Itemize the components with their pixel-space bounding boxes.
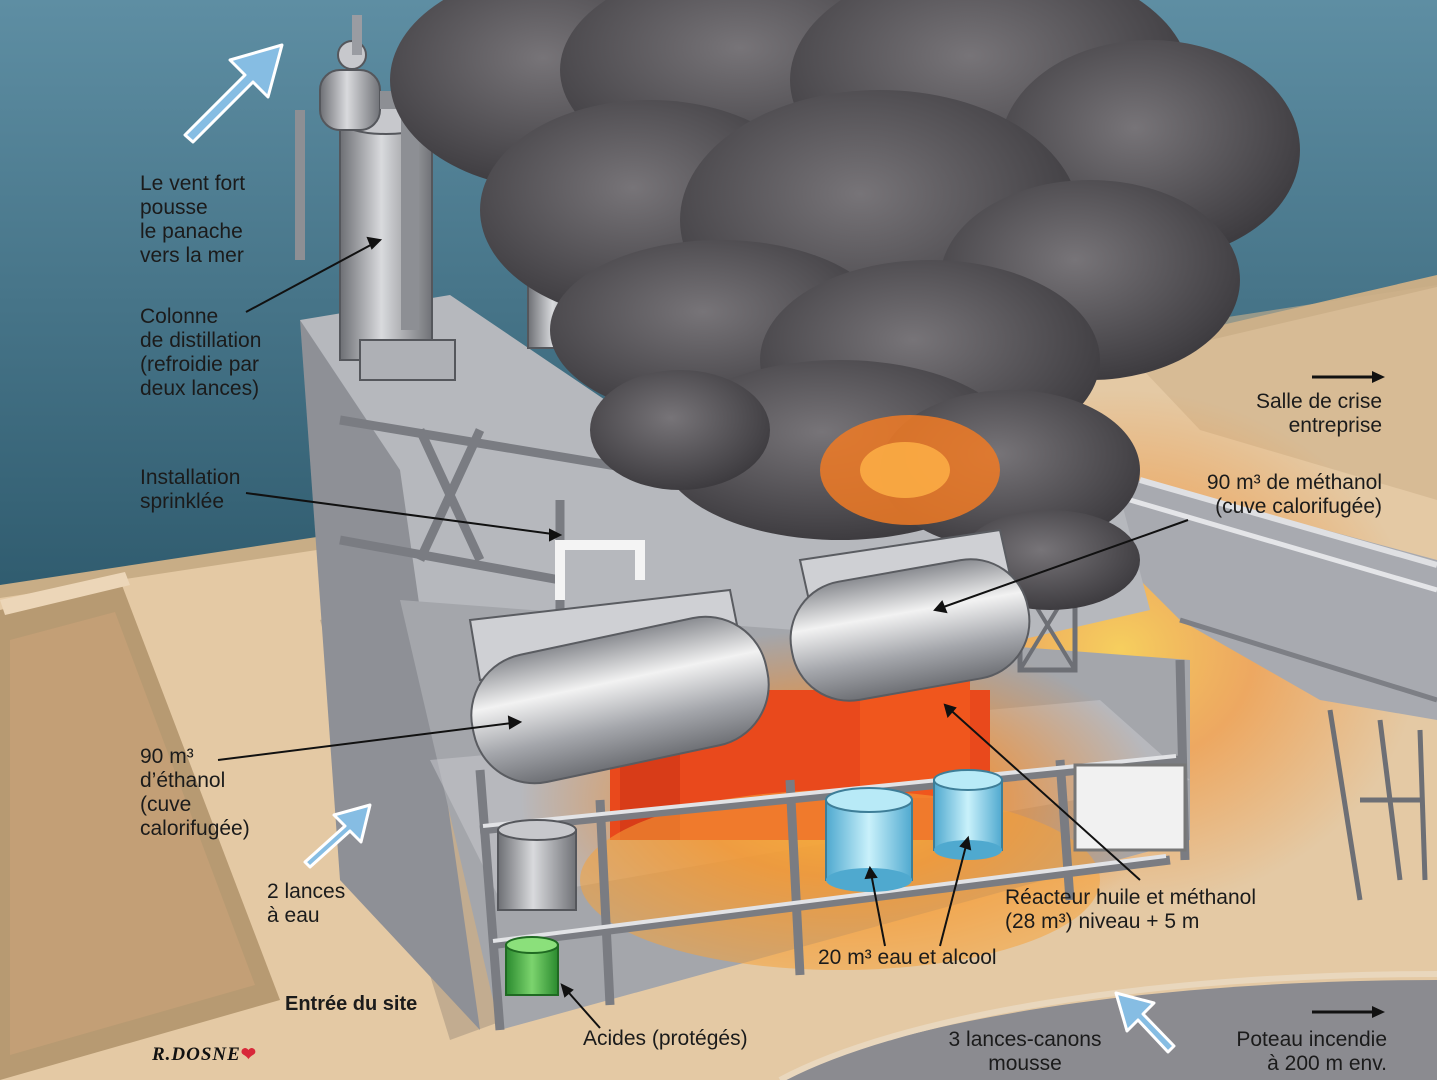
label-water-lances: 2 lances à eau xyxy=(267,880,346,927)
methanol-tank xyxy=(789,528,1031,702)
label-foam-lances: 3 lances-canons mousse xyxy=(948,1028,1102,1075)
label-ethanol: 90 m³ d’éthanol (cuve calorifugée) xyxy=(140,745,250,840)
leader-reactor xyxy=(944,704,1141,881)
hydrant-direction-icon xyxy=(1312,1006,1385,1018)
label-hydrant: Poteau incendie à 200 m env. xyxy=(1236,1028,1387,1075)
label-acids: Acides (protégés) xyxy=(583,1027,748,1050)
quay-edge xyxy=(0,275,1437,598)
leader-water-2 xyxy=(939,837,969,947)
water-alcohol-tank-1 xyxy=(825,787,913,892)
leader-column xyxy=(245,239,381,313)
leader-water-1 xyxy=(869,867,886,947)
water-alcohol-tank-2 xyxy=(933,769,1003,860)
label-water-alcohol: 20 m³ eau et alcool xyxy=(818,946,997,969)
foam-lances-arrow-icon xyxy=(1114,991,1176,1054)
label-reactor: Réacteur huile et méthanol (28 m³) nivea… xyxy=(1005,886,1256,933)
acid-tank xyxy=(505,936,559,996)
smoke-plume xyxy=(390,0,1300,610)
label-wind: Le vent fort pousse le panache vers la m… xyxy=(140,172,246,267)
equipment-box xyxy=(1073,763,1187,852)
heart-icon: ❤ xyxy=(240,1044,257,1064)
sprinkler-pipe xyxy=(555,540,645,600)
front-road xyxy=(780,980,1437,1080)
leader-sprinkler xyxy=(245,492,561,536)
crisis-room-direction-icon xyxy=(1312,371,1385,383)
water-lances-arrow-icon xyxy=(303,803,372,869)
storage-cylinder xyxy=(497,819,577,911)
artist-signature: R.DOSNE❤ xyxy=(152,1044,257,1066)
label-distillation-column: Colonne de distillation (refroidie par d… xyxy=(140,305,262,400)
label-sprinkler: Installation sprinklée xyxy=(140,466,241,513)
leader-ethanol xyxy=(217,721,521,761)
label-crisis-room: Salle de crise entreprise xyxy=(1255,390,1382,437)
leader-methanol xyxy=(934,519,1189,611)
left-basin-inner xyxy=(10,612,255,1055)
label-site-entrance: Entrée du site xyxy=(285,993,418,1015)
structure-left-face xyxy=(300,320,480,1030)
signature-text: R.DOSNE xyxy=(152,1044,241,1065)
label-methanol: 90 m³ de méthanol (cuve calorifugée) xyxy=(1206,471,1382,518)
ethanol-tank xyxy=(468,588,770,785)
wind-arrow-icon xyxy=(183,43,284,144)
